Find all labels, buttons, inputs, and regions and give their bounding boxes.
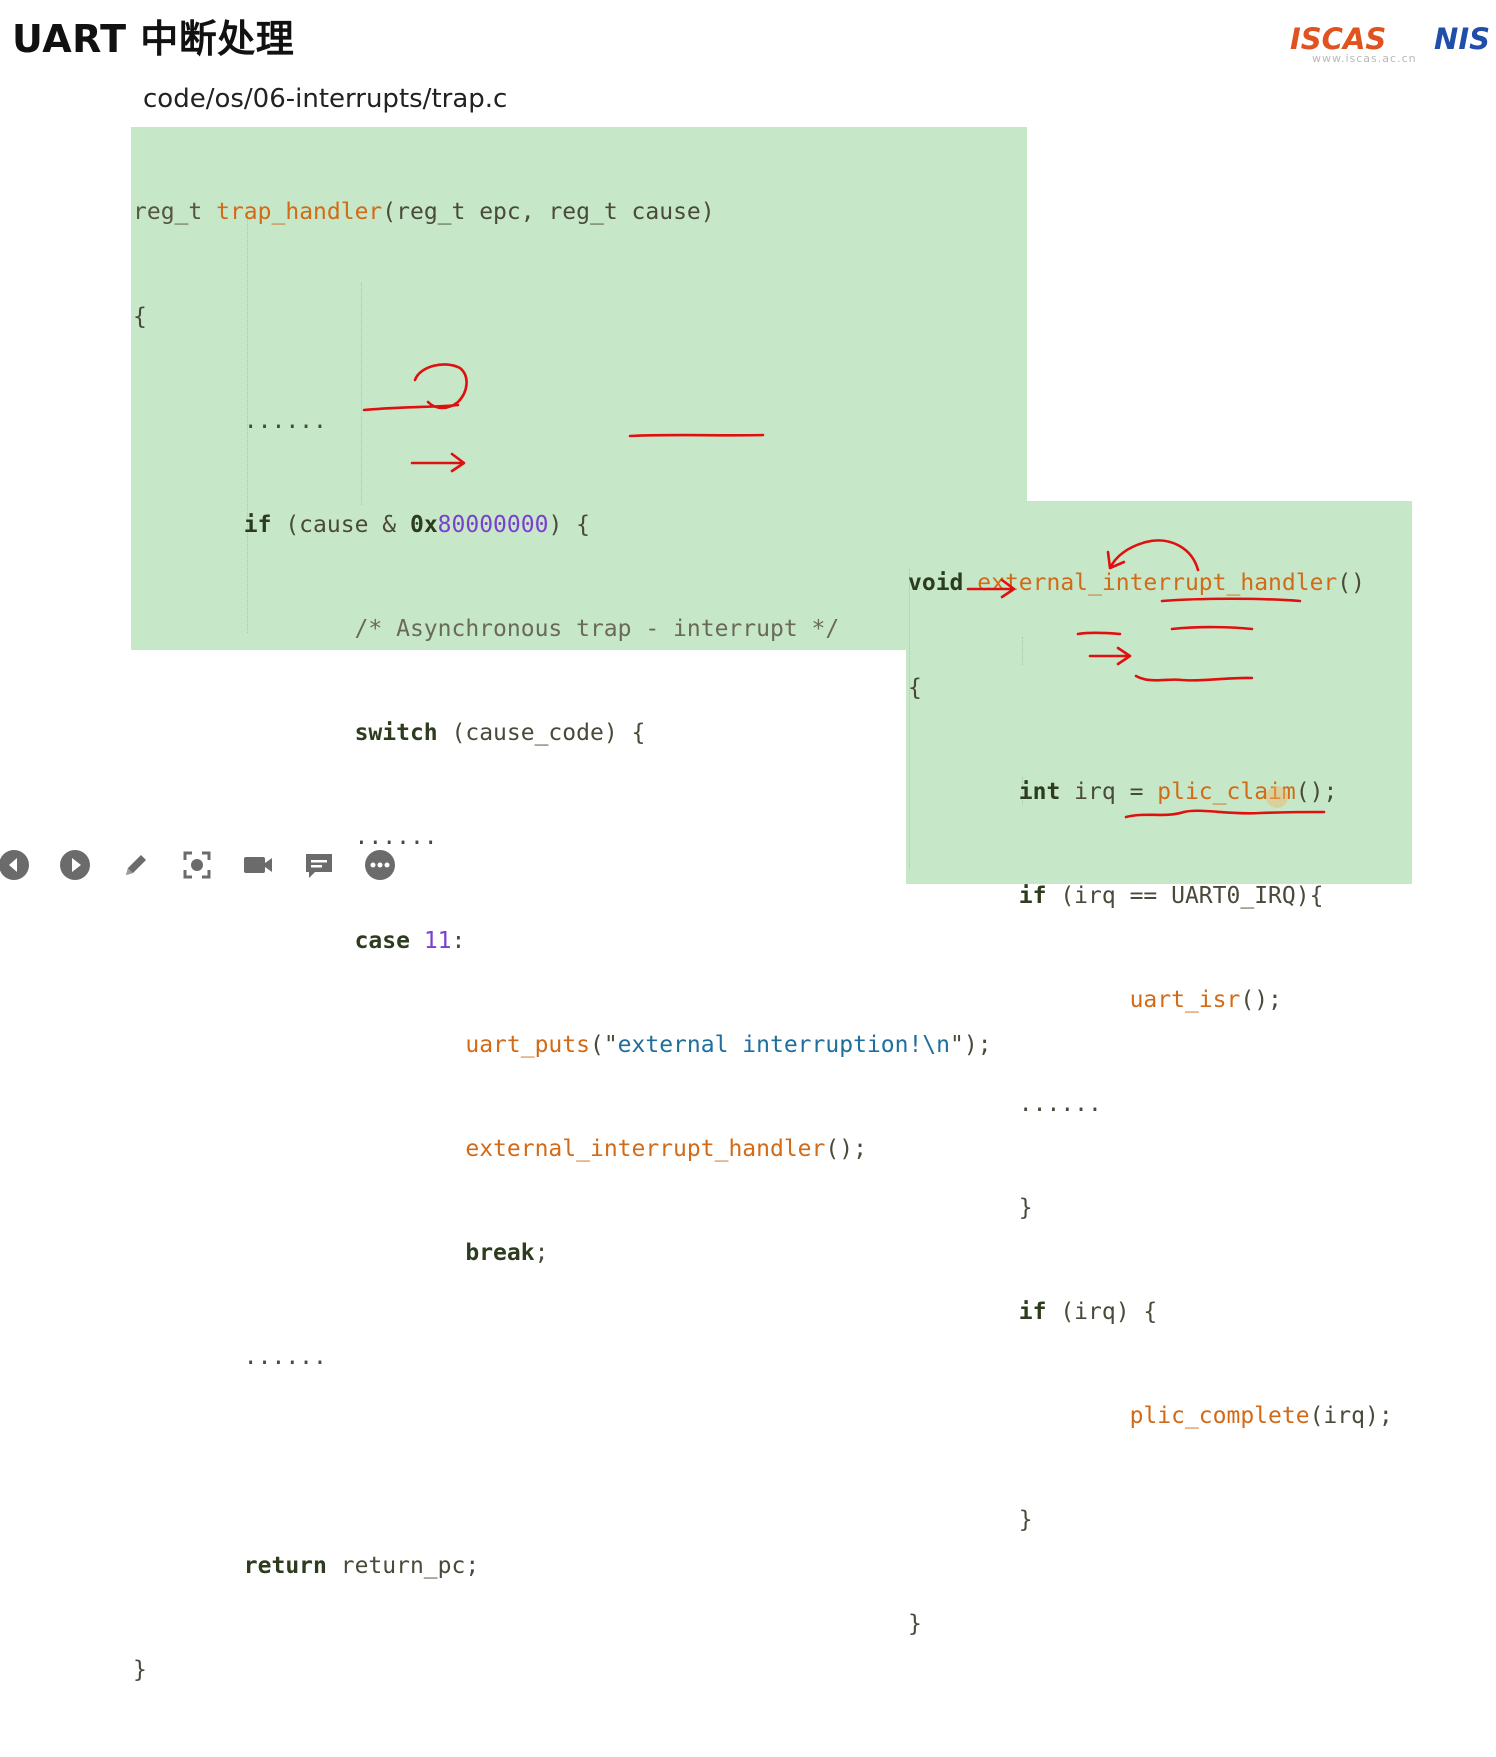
code-line: reg_t trap_handler(reg_t epc, reg_t caus… (133, 199, 715, 226)
screenshot-icon (183, 851, 211, 879)
chat-icon (306, 854, 332, 878)
camera-icon (244, 857, 272, 873)
code-line: } (908, 1507, 1033, 1534)
code-line: ...... (133, 1344, 327, 1371)
code-line: void external_interrupt_handler() (908, 570, 1365, 597)
logo-iscas-text: ISCAS (1290, 22, 1387, 56)
code-line: { (133, 303, 147, 330)
code-line: ...... (133, 823, 438, 850)
code-line: } (908, 1194, 1033, 1221)
code-line: int irq = plic_claim(); (1018, 778, 1338, 805)
code-text: reg_t trap_handler(reg_t epc, reg_t caus… (133, 126, 992, 1757)
presentation-toolbar (0, 845, 396, 885)
screenshot-button[interactable] (181, 849, 213, 881)
code-line: plic_complete(irq); (1129, 1403, 1393, 1430)
slide-title: UART 中断处理 (12, 17, 295, 61)
code-line: break; (465, 1240, 549, 1267)
code-line: if (cause & 0x80000000) { (243, 511, 590, 538)
indent-guide (909, 569, 910, 869)
code-block-trap-handler: reg_t trap_handler(reg_t epc, reg_t caus… (131, 127, 1027, 1683)
code-line: case 11: (354, 928, 466, 955)
prev-button[interactable] (0, 849, 30, 881)
more-button[interactable] (364, 849, 396, 881)
play-icon (60, 850, 90, 880)
code-line: { (908, 674, 922, 701)
code-line: uart_isr(); (1129, 986, 1282, 1013)
code-line: external_interrupt_handler(); (465, 1136, 867, 1163)
code-line: return return_pc; (243, 1552, 480, 1579)
code-line: } (133, 1656, 147, 1683)
code-line: } (908, 1611, 922, 1638)
chat-button[interactable] (303, 849, 335, 881)
logo-nis-text: NIS (1434, 22, 1490, 56)
indent-guide (1022, 637, 1023, 665)
file-path: code/os/06-interrupts/trap.c (143, 84, 508, 114)
code-block-external-interrupt-handler: void external_interrupt_handler() { int … (906, 501, 1412, 1637)
indent-guide (361, 283, 362, 505)
camera-button[interactable] (242, 849, 274, 881)
play-button[interactable] (59, 849, 91, 881)
code-line: uart_puts("external interruption!\n"); (465, 1032, 992, 1059)
code-line: switch (cause_code) { (354, 719, 646, 746)
code-line: if (irq == UART0_IRQ){ (1018, 882, 1324, 909)
logo-subtext: www.iscas.ac.cn (1312, 52, 1417, 65)
code-line: /* Asynchronous trap - interrupt */ (133, 615, 840, 642)
prev-icon (0, 850, 29, 880)
pen-icon (126, 855, 146, 875)
indent-guide (247, 213, 248, 633)
pen-button[interactable] (120, 849, 152, 881)
code-line: if (irq) { (1018, 1299, 1158, 1326)
code-line (133, 1445, 992, 1480)
indent-guide (1022, 777, 1023, 805)
code-line: ...... (133, 407, 327, 434)
code-text: void external_interrupt_handler() { int … (908, 497, 1393, 1711)
iscas-nis-logo: ISCAS NIS www.iscas.ac.cn (1290, 22, 1490, 68)
code-line: ...... (908, 1090, 1102, 1117)
more-icon (365, 850, 395, 880)
